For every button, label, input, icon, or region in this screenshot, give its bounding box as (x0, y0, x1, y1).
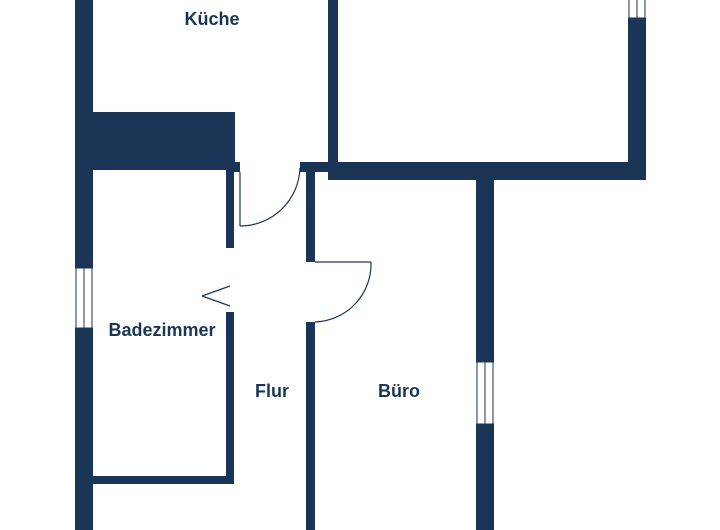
room-labels: Küche Badezimmer Flur Büro (108, 9, 420, 401)
wall-bath-right-upper (226, 170, 234, 248)
label-hallway: Flur (255, 381, 289, 401)
wall-office-right-lower (476, 424, 494, 530)
door-kitchen (239, 167, 301, 227)
wall-office-left-lower (306, 322, 315, 530)
door-office (314, 261, 372, 323)
wall-bath-bottom (93, 476, 234, 484)
label-office: Büro (378, 381, 420, 401)
wall-kitchen-right (328, 0, 338, 170)
window-office (476, 361, 494, 425)
wall-office-right-upper (476, 170, 494, 362)
doors (201, 167, 372, 323)
wall-upper-right-side (628, 18, 646, 180)
window-upper-right (628, 0, 646, 19)
window-bathroom (75, 267, 93, 329)
label-bathroom: Badezimmer (108, 320, 215, 340)
wall-bath-right-lower (226, 312, 234, 484)
walls (75, 0, 646, 530)
wall-shaft-stub (232, 162, 240, 172)
windows (75, 0, 646, 425)
label-kitchen: Küche (184, 9, 239, 29)
wall-left-lower (75, 328, 93, 530)
door-bathroom (201, 285, 231, 307)
wall-office-left-upper (306, 170, 315, 262)
shaft-block (75, 112, 235, 170)
